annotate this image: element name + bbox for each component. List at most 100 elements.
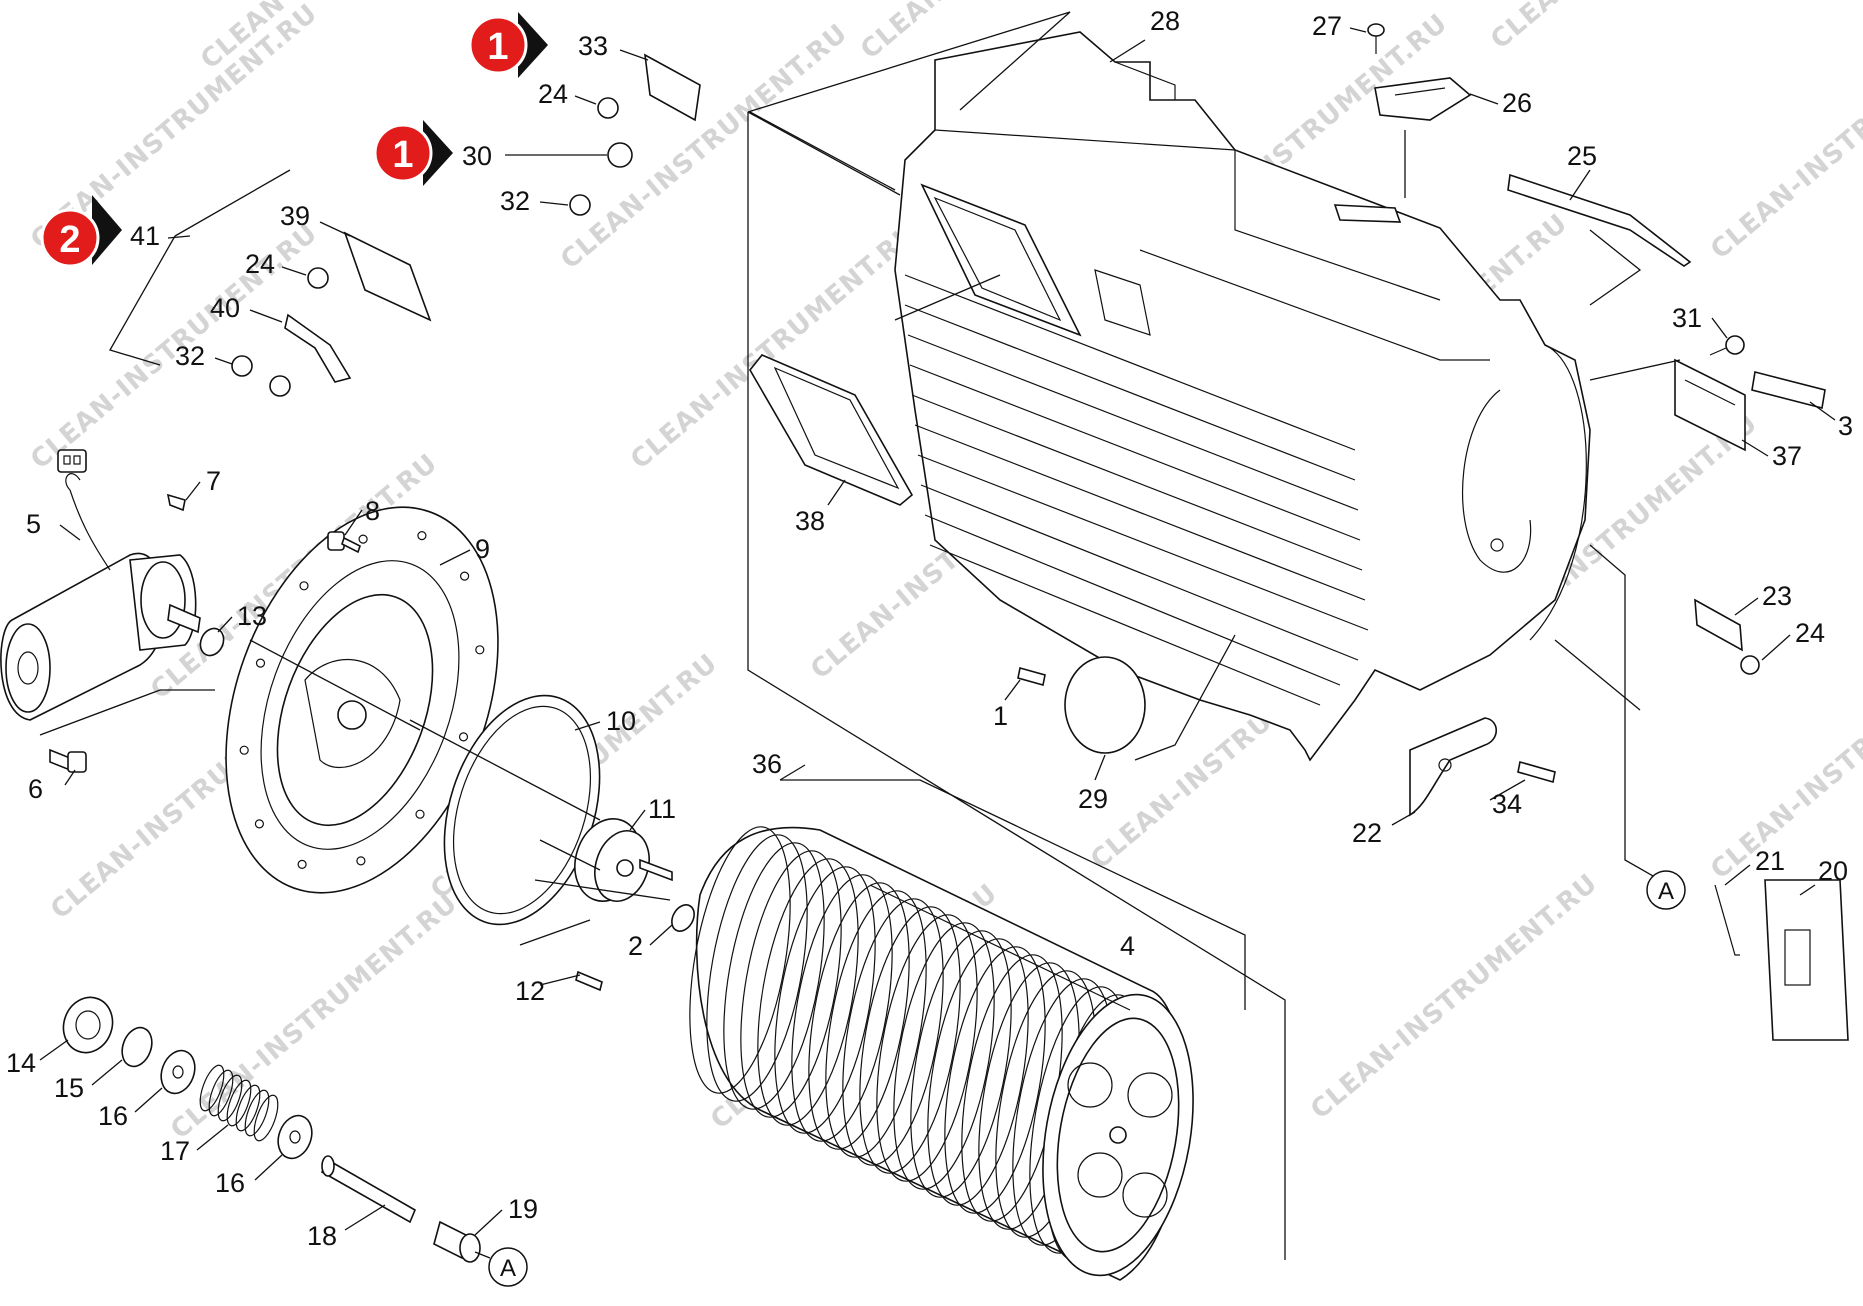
- part-number-37: 37: [1772, 441, 1802, 471]
- badge-2-label: 2: [59, 219, 80, 261]
- gear-motor-part-5: [0, 449, 201, 721]
- watermark-text: CLEAN-INSTRUMENT.RU: [1485, 0, 1783, 55]
- part-number-40: 40: [210, 293, 240, 323]
- spring-coil: [208, 1069, 234, 1117]
- part-number-32-left: 32: [175, 341, 205, 371]
- part-number-22: 22: [1352, 818, 1382, 848]
- part-number-16a: 16: [98, 1101, 128, 1131]
- bolt-part-8: [327, 531, 361, 554]
- part-number-21: 21: [1755, 846, 1785, 876]
- part-number-30: 30: [462, 141, 492, 171]
- part-number-13: 13: [237, 601, 267, 631]
- part-number-23: 23: [1762, 581, 1792, 611]
- bristle-ring: [791, 874, 893, 1142]
- part-number-5: 5: [26, 509, 41, 539]
- bolt-hole: [239, 745, 249, 755]
- connector-part-30: [607, 142, 633, 168]
- badge-marker-1-top: 1: [468, 12, 548, 78]
- part-number-41: 41: [130, 221, 160, 251]
- watermark-text: CLEAN-INSTRUMENT.RU: [165, 888, 463, 1145]
- reference-a-right-label: A: [1658, 878, 1674, 905]
- screw-part-32-left: [231, 355, 291, 397]
- bristle-ring: [757, 858, 859, 1126]
- bolt-hole: [417, 530, 427, 541]
- bristle-ring: [689, 826, 791, 1094]
- screw-part-24-top: [597, 97, 619, 119]
- part-number-8: 8: [365, 496, 380, 526]
- bolt-part-6: [49, 748, 87, 773]
- part-number-34: 34: [1492, 789, 1522, 819]
- part-number-24-top: 24: [538, 79, 568, 109]
- part-number-14: 14: [6, 1048, 36, 1078]
- screw-part-27: [1367, 23, 1385, 54]
- spring-coil: [226, 1079, 252, 1127]
- bolt-hole: [358, 534, 368, 544]
- circlip-part-2: [671, 904, 695, 932]
- screw-part-24-left: [307, 267, 329, 289]
- part-number-25: 25: [1567, 141, 1597, 171]
- block-part-20: [1764, 879, 1849, 1041]
- part-number-6: 6: [28, 774, 43, 804]
- part-number-31: 31: [1672, 303, 1702, 333]
- bolt-hole: [415, 809, 425, 819]
- gasket-part-38: [749, 354, 914, 506]
- bolt-hole: [356, 856, 366, 866]
- clip-part-3: [1751, 371, 1826, 409]
- bristle-ring: [910, 930, 1012, 1198]
- bolt-hole: [297, 859, 307, 870]
- pin-part-12: [575, 970, 603, 992]
- spring-coil: [217, 1074, 243, 1122]
- part-number-15: 15: [54, 1073, 84, 1103]
- part-number-33: 33: [578, 31, 608, 61]
- part-number-10: 10: [606, 706, 636, 736]
- lever-part-22: [1409, 717, 1498, 817]
- bracket-part-40: [284, 313, 352, 383]
- bearing-stack: [62, 996, 481, 1263]
- part-number-labels: 1 2 3 4 5 6 7 8 9 10 11 12 13 14 15 16 1…: [6, 6, 1853, 1251]
- spring-coil: [244, 1089, 270, 1137]
- plate-part-33: [644, 53, 701, 122]
- bristle-ring: [876, 914, 978, 1182]
- part-number-26: 26: [1502, 88, 1532, 118]
- bolt-hole: [254, 819, 264, 829]
- bristle-ring: [774, 866, 876, 1134]
- screw-part-1: [1017, 666, 1046, 687]
- brush-roller-part-4: [689, 826, 1194, 1281]
- badge-1-middle-label: 1: [392, 134, 413, 176]
- housing-part-28: [894, 31, 1591, 762]
- badge-marker-2: 2: [40, 195, 122, 268]
- part-number-24-right: 24: [1795, 618, 1825, 648]
- ring-part-13: [199, 627, 225, 657]
- part-number-19: 19: [508, 1194, 538, 1224]
- part-number-4: 4: [1120, 931, 1135, 961]
- bracket-part-23: [1694, 598, 1743, 652]
- bristle-ring: [927, 938, 1029, 1206]
- screw-part-24-right: [1740, 655, 1760, 675]
- part-number-27: 27: [1312, 11, 1342, 41]
- part-number-9: 9: [475, 534, 490, 564]
- part-number-39: 39: [280, 201, 310, 231]
- part-number-38: 38: [795, 506, 825, 536]
- reference-a-bottom-label: A: [500, 1255, 516, 1282]
- pin-part-21: [1714, 884, 1740, 956]
- badge-marker-1-middle: 1: [373, 120, 453, 186]
- label-leader-ticks: [39, 27, 1836, 1236]
- screw-part-34: [1517, 760, 1556, 784]
- reference-marker-a-right: A: [1646, 870, 1686, 910]
- part-number-17: 17: [160, 1136, 190, 1166]
- bolt-hole: [458, 732, 469, 742]
- bristle-ring: [723, 842, 825, 1110]
- part-number-7: 7: [206, 466, 221, 496]
- shaft-part-25: [1507, 173, 1692, 267]
- bristle-ring: [893, 922, 995, 1190]
- leader-lines: [39, 11, 1681, 1260]
- screw-part-32-top: [569, 194, 591, 216]
- screw-part-31: [1709, 335, 1745, 356]
- part-number-32-top: 32: [500, 186, 530, 216]
- spring-coil: [235, 1084, 261, 1132]
- clamp-part-26: [1374, 77, 1472, 121]
- bolt-hole: [460, 571, 470, 581]
- bristle-ring: [859, 906, 961, 1174]
- part-number-28: 28: [1150, 6, 1180, 36]
